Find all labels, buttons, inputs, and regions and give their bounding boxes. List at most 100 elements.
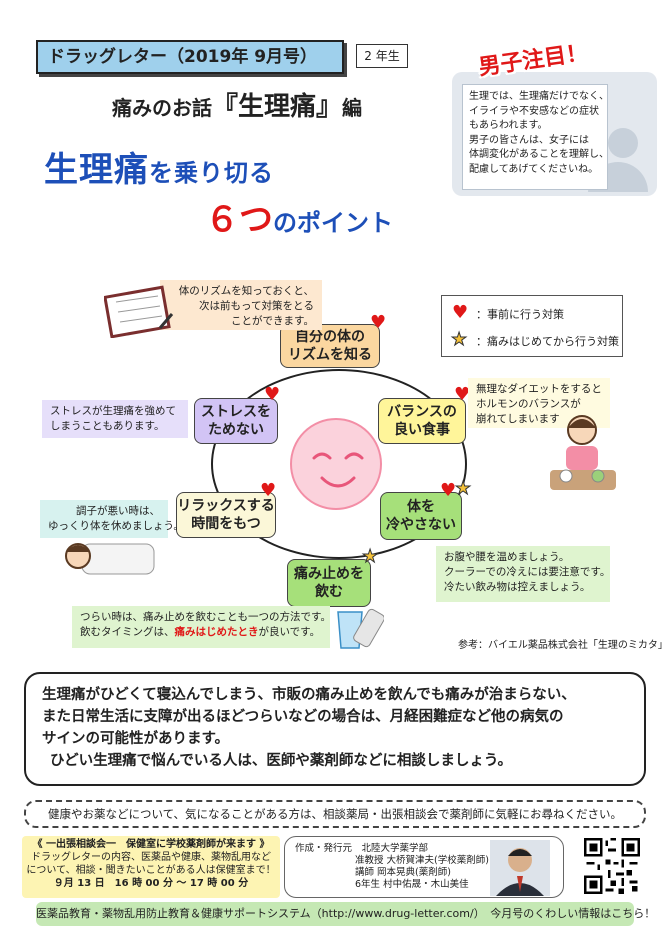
boys-note-line: 体調変化があることを理解し、: [469, 149, 609, 160]
person-silhouette-icon: [608, 128, 638, 158]
calendar-notebook-icon: [104, 285, 174, 338]
headline-2-a: ６つ: [205, 200, 273, 240]
boys-note-line: もあらわれます。: [469, 120, 548, 131]
point-warm: 体を冷やさない: [380, 492, 462, 540]
points-cycle-circle: [211, 369, 467, 559]
point-medicine: 痛み止めを飲む: [287, 559, 371, 607]
point-relax: リラックスする時間をもつ: [176, 492, 276, 538]
headline-1-b: を乗り切る: [149, 159, 274, 187]
heart-icon: ♥: [440, 480, 457, 501]
point-warm-line1: 体を: [407, 499, 435, 515]
medicine-note-line1: つらい時は、痛み止めを飲むことも一つの方法です。: [80, 611, 331, 623]
newsletter-title: ドラッグレター（2019年 9月号）: [36, 40, 344, 74]
point-diet: バランスの良い食事: [378, 398, 466, 444]
heart-icon: ♥: [260, 480, 277, 501]
point-stress-line1: ストレスを: [201, 404, 271, 420]
warm-note: お腹や腰を温めましょう。 クーラーでの冷えには要注意です。 冷たい飲み物は控えま…: [436, 546, 610, 602]
boys-note-line: 男子の皆さんは、女子には: [469, 134, 589, 146]
point-warm-line2: 冷やさない: [386, 517, 456, 533]
legend-star-label: ：痛みはじめてから行う対策: [476, 335, 619, 348]
main-message-box: 生理痛がひどくて寝込んでしまう、市販の痛み止めを飲んでも痛みが治まらない、 また…: [24, 672, 646, 786]
point-stress: ストレスをためない: [194, 398, 278, 444]
grade-label: 2 年生: [356, 44, 408, 68]
consult-notice: 健康やお薬などについて、気になることがある方は、相談薬局・出張相談会で薬剤師に気…: [24, 800, 646, 828]
warm-note-line: クーラーでの冷えには要注意です。: [444, 566, 611, 578]
warm-note-line: 冷たい飲み物は控えましょう。: [444, 581, 591, 593]
rhythm-note-line: 体のリズムを知っておくと、: [178, 285, 314, 297]
point-rhythm: 自分の体のリズムを知る: [280, 324, 380, 368]
qr-code-icon[interactable]: [584, 838, 640, 894]
point-rhythm-line2: リズムを知る: [288, 347, 372, 363]
reference: 参考：バイエル薬品株式会社「生理のミカタ」: [458, 640, 668, 651]
boys-note-line: 配慮してあげてくださいね。: [469, 163, 599, 175]
headline-1-a: 生理痛: [44, 150, 149, 190]
point-medicine-line2: 飲む: [315, 584, 343, 600]
consult-event-date: ９月 13 日 16 時 00 分 ～ 17 時 00 分: [53, 878, 249, 889]
diet-note-line: ホルモンのバランスが: [476, 398, 581, 410]
point-stress-line2: ためない: [208, 422, 264, 438]
medicine-note-emphasis: 痛みはじめたとき: [174, 626, 259, 638]
subtitle-post: 編: [342, 96, 363, 120]
rhythm-note: 体のリズムを知っておくと、 次は前もって対策をとる ことができます。: [160, 280, 322, 330]
heart-icon: ♥: [454, 384, 471, 405]
consult-event-title: 《 一出張相談会一 保健室に学校薬剤師が来ます 》: [32, 839, 270, 850]
footer-link-bar[interactable]: 医薬品教育・薬物乱用防止教育＆健康サポートシステム（http://www.dru…: [36, 902, 655, 926]
author-line: 准教授 大桥賀津夫(学校薬剤師): [355, 855, 489, 866]
legend: ♥ ：事前に行う対策 ★ ：痛みはじめてから行う対策: [441, 295, 623, 357]
headline-2-b: のポイント: [273, 209, 393, 237]
boys-note-line: 生理では、生理痛だけでなく、: [469, 91, 609, 102]
subtitle-pre: 痛みのお話: [112, 96, 212, 120]
rhythm-note-line: 次は前もって対策をとる: [199, 300, 314, 312]
medicine-note-line2: 飲むタイミングは、痛みはじめたときが良いです。: [80, 625, 322, 640]
diet-note-line: 無理なダイエットをすると: [476, 383, 602, 395]
medicine-note-post: が良いです。: [258, 626, 321, 638]
author-box: 作成・発行元 北陸大学薬学部 准教授 大桥賀津夫(学校薬剤師) 講師 岡本晃典(…: [284, 836, 564, 898]
heart-icon: ♥: [452, 302, 469, 323]
stress-note-line: ストレスが生理痛を強めて: [50, 405, 176, 417]
subtitle: 痛みのお話『生理痛』編: [112, 86, 362, 123]
boys-note-text: 生理では、生理痛だけでなく、 イライラや不安感などの症状 もあらわれます。 男子…: [462, 84, 609, 190]
point-relax-line2: 時間をもつ: [191, 516, 261, 532]
girl-eating-icon: [550, 415, 616, 490]
water-glass-pills-icon: [337, 608, 384, 649]
resting-girl-icon: [65, 543, 155, 575]
relax-note-line: ゆっくり体を休めましょう。: [48, 520, 184, 532]
consult-event-line: ドラッグレターの内容、医薬品や健康、薬物乱用など: [31, 852, 271, 863]
rhythm-note-line: ことができます。: [231, 315, 314, 327]
headline-1: 生理痛を乗り切る: [44, 142, 274, 191]
stress-note-line: しまうこともあります。: [50, 420, 165, 432]
medicine-note-pre: 飲むタイミングは、: [80, 626, 175, 638]
consult-event-line: について、相談・聞きたいことがある人は保健室まで！: [26, 865, 276, 876]
diet-note: 無理なダイエットをすると ホルモンのバランスが 崩れてしまいます: [468, 378, 610, 428]
subtitle-main: 『生理痛』: [212, 92, 343, 122]
smiling-face-icon: [290, 418, 382, 510]
star-icon: ★: [361, 546, 379, 567]
headline-2: ６つのポイント: [205, 192, 393, 241]
point-diet-line1: バランスの: [387, 404, 457, 420]
main-message-line: 生理痛がひどくて寝込んでしまう、市販の痛み止めを飲んでも痛みが治まらない、: [42, 687, 576, 703]
relax-note-line: 調子が悪い時は、: [76, 505, 160, 517]
heart-icon: ♥: [264, 384, 281, 405]
boys-note-line: イライラや不安感などの症状: [469, 105, 599, 117]
author-label: 作成・発行元: [295, 843, 353, 854]
warm-note-line: お腹や腰を温めましょう。: [444, 551, 570, 563]
point-relax-line1: リラックスする: [177, 498, 275, 514]
diet-note-line: 崩れてしまいます: [476, 413, 560, 425]
consult-event: 《 一出張相談会一 保健室に学校薬剤師が来ます 》 ドラッグレターの内容、医薬品…: [22, 836, 280, 898]
legend-heart-label: ：事前に行う対策: [476, 308, 564, 321]
main-message-line: ひどい生理痛で悩んでいる人は、医師や薬剤師などに相談しましょう。: [50, 753, 512, 769]
author-photo: [490, 840, 550, 896]
main-message-line: サインの可能性があります。: [42, 731, 230, 747]
star-icon: ★: [454, 478, 472, 499]
author-org: 北陸大学薬学部: [361, 843, 429, 854]
star-icon: ★: [450, 329, 468, 350]
stress-note: ストレスが生理痛を強めて しまうこともあります。: [42, 400, 188, 438]
author-line: 講師 岡本晃典(薬剤師): [355, 867, 451, 878]
medicine-note: つらい時は、痛み止めを飲むことも一つの方法です。 飲むタイミングは、痛みはじめた…: [72, 606, 331, 648]
relax-note: 調子が悪い時は、 ゆっくり体を休めましょう。: [40, 500, 184, 538]
main-message-line: また日常生活に支障が出るほどつらいなどの場合は、月経困難症など他の病気の: [42, 709, 564, 725]
heart-icon: ♥: [370, 312, 387, 333]
author-line: 6年生 村中佑晟・木山美佳: [355, 879, 469, 890]
point-rhythm-line1: 自分の体の: [295, 329, 365, 345]
point-medicine-line1: 痛み止めを: [294, 566, 364, 582]
